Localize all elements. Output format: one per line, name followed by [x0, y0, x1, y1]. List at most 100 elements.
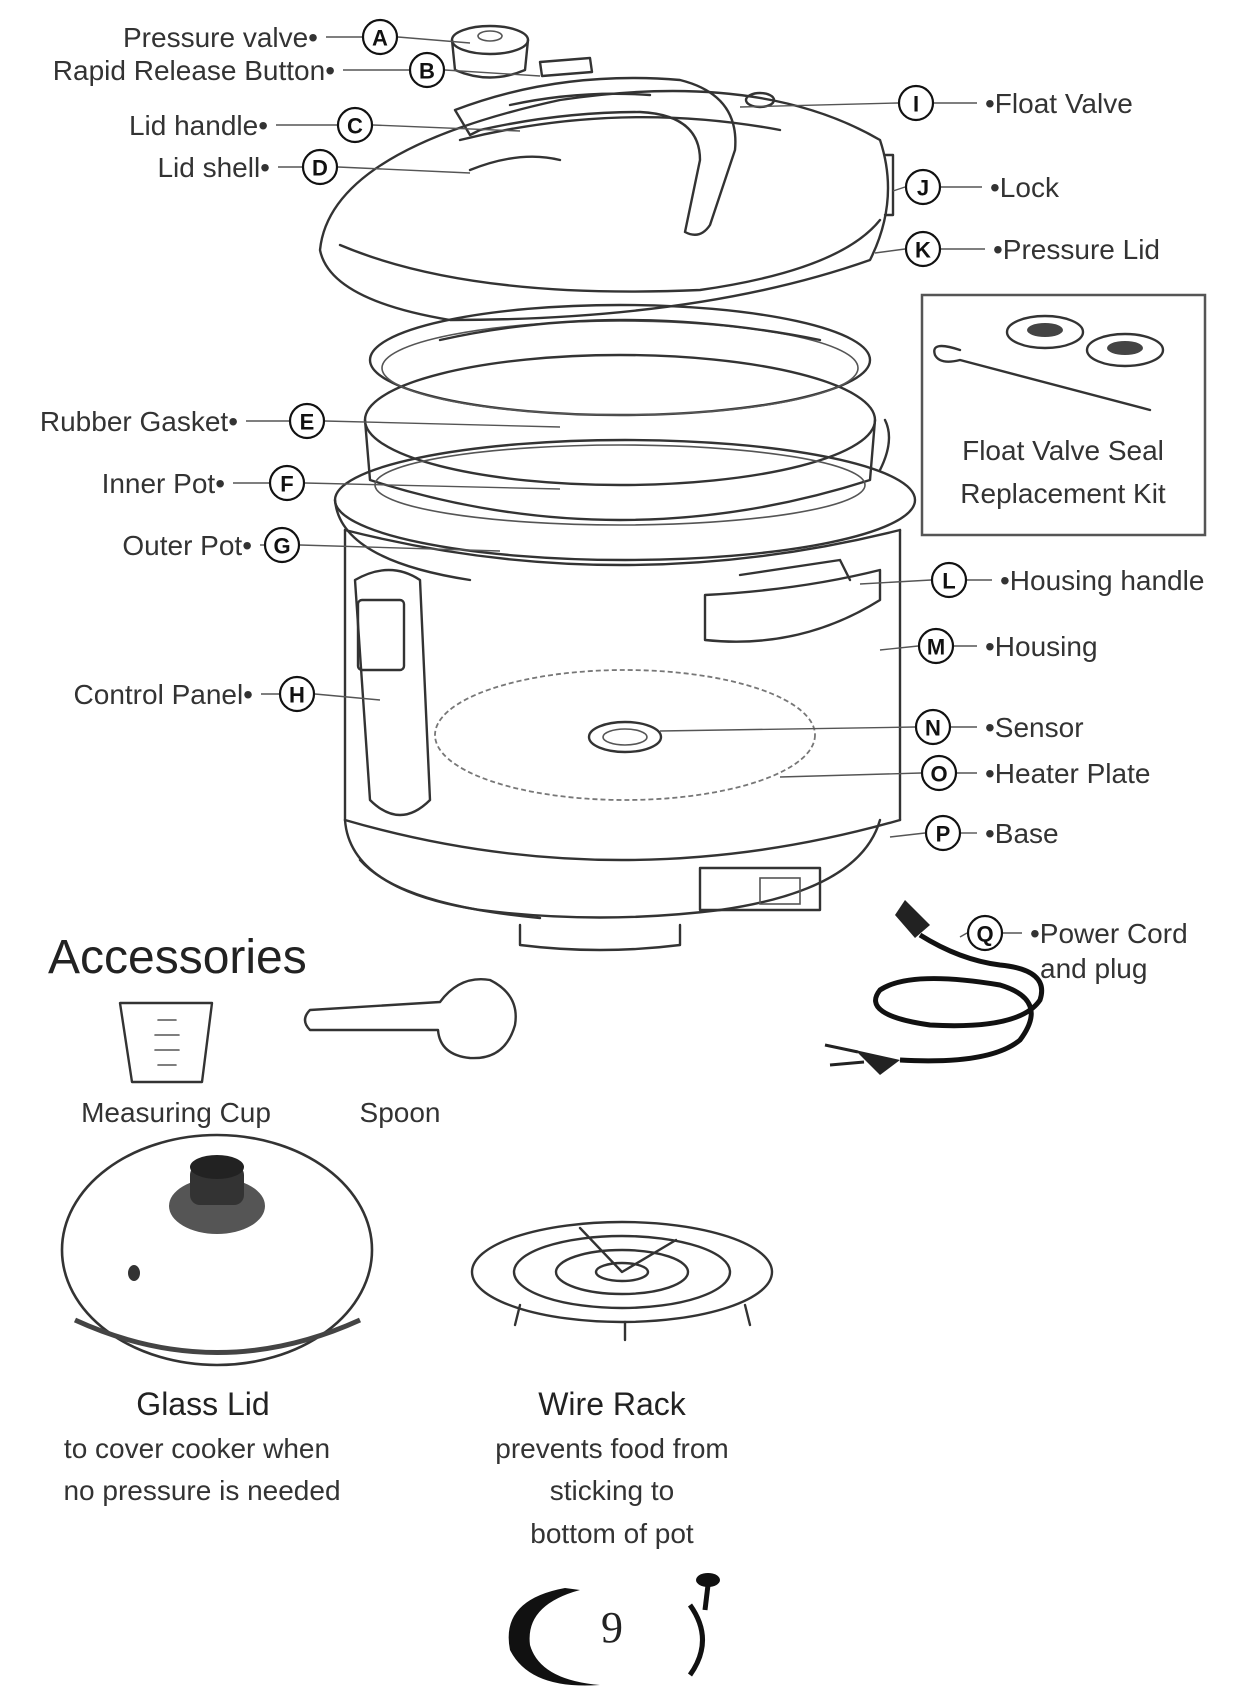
callout-circle-b	[408, 51, 446, 89]
measuring-cup-drawing	[118, 1001, 214, 1084]
spoon-label: Spoon	[360, 1097, 441, 1128]
part-label-q-line2: and plug	[1040, 953, 1147, 984]
glass-lid-name: Glass Lid	[136, 1386, 269, 1422]
callout-d: D Lid shell•	[157, 148, 471, 186]
leader-line-o	[779, 772, 922, 778]
measuring-cup-label: Measuring Cup	[81, 1097, 271, 1128]
callout-circle-k	[904, 230, 942, 268]
callout-letter-i: I	[913, 92, 919, 117]
page-footer: 9	[508, 1573, 720, 1686]
callout-letter-c: C	[347, 114, 363, 139]
callout-letter-b: B	[419, 59, 435, 84]
leader-line-h	[314, 693, 381, 701]
part-label-i: •Float Valve	[985, 88, 1133, 119]
callout-letter-p: P	[936, 822, 951, 847]
callout-letter-h: H	[289, 683, 305, 708]
callout-f: F Inner Pot•	[102, 464, 561, 502]
kit-hook-tool	[933, 344, 1152, 412]
part-label-h: Control Panel•	[74, 679, 253, 710]
callout-j: J •Lock	[892, 168, 1060, 206]
callout-circle-q	[966, 914, 1004, 952]
wire-rack-desc-line1: prevents food from	[495, 1433, 728, 1464]
leader-line-p	[889, 832, 926, 838]
accessories-title: Accessories	[48, 931, 307, 984]
callout-m: M•Housing	[879, 627, 1098, 665]
logo-swoosh-left	[508, 1588, 600, 1686]
glass-lid-desc-line1: to cover cooker when	[64, 1433, 330, 1464]
housing-drawing	[343, 528, 902, 862]
cord-connector	[895, 900, 930, 938]
callout-circle-n	[914, 708, 952, 746]
part-label-q: •Power Cord	[1030, 918, 1188, 949]
leader-line-g	[299, 544, 501, 552]
part-label-m: •Housing	[985, 631, 1098, 662]
logo-valve-icon	[696, 1573, 720, 1587]
base-drawing	[343, 818, 882, 952]
callout-letter-a: A	[372, 26, 388, 51]
callout-p: P •Base	[889, 814, 1059, 852]
heater-plate-drawing	[434, 669, 816, 801]
callout-k: K •Pressure Lid	[874, 230, 1160, 268]
part-label-c: Lid handle•	[129, 110, 268, 141]
callout-circle-g	[263, 526, 301, 564]
leader-line-j	[892, 186, 906, 192]
callout-circle-m	[917, 627, 955, 665]
leader-line-b	[444, 69, 541, 77]
callout-circle-a	[361, 18, 399, 56]
wire-rack-desc-line2: sticking to	[550, 1475, 675, 1506]
leader-line-n	[659, 726, 916, 732]
power-cord-drawing	[824, 900, 1044, 1075]
callout-letter-g: G	[273, 534, 290, 559]
callout-circle-o	[920, 754, 958, 792]
leader-line-d	[337, 166, 471, 174]
callout-letter-e: E	[300, 410, 315, 435]
part-label-e: Rubber Gasket•	[40, 406, 238, 437]
part-label-j: •Lock	[990, 172, 1060, 203]
cord-cable	[873, 932, 1044, 1064]
callout-i: I •Float Valve	[739, 84, 1133, 122]
leader-line-q	[959, 932, 968, 938]
callout-circle-f	[268, 464, 306, 502]
callout-letter-f: F	[280, 472, 293, 497]
callout-h: H Control Panel•	[74, 675, 381, 713]
part-label-f: Inner Pot•	[102, 468, 225, 499]
part-label-p: •Base	[985, 818, 1059, 849]
leader-line-k	[874, 248, 906, 254]
part-label-l: •Housing handle	[1000, 565, 1204, 596]
part-label-k: •Pressure Lid	[993, 234, 1160, 265]
glass-lid-drawing	[60, 1133, 374, 1367]
kit-label-line2: Replacement Kit	[960, 478, 1166, 509]
spoon-drawing	[303, 978, 517, 1060]
callout-circle-e	[288, 402, 326, 440]
plug-prongs	[824, 1043, 865, 1067]
cooker-illustration	[318, 24, 917, 952]
rubber-gasket-drawing	[368, 303, 872, 417]
leader-line-c	[372, 124, 521, 132]
glass-lid-desc-line2: no pressure is needed	[63, 1475, 340, 1506]
callout-letter-l: L	[942, 569, 955, 594]
leader-line-m	[879, 645, 919, 651]
callout-letter-n: N	[925, 716, 941, 741]
part-label-n: •Sensor	[985, 712, 1084, 743]
wire-rack-desc-line3: bottom of pot	[530, 1518, 694, 1549]
callout-e: E Rubber Gasket•	[40, 402, 561, 440]
part-label-o: •Heater Plate	[985, 758, 1150, 789]
callout-circle-c	[336, 106, 374, 144]
callout-letter-k: K	[915, 238, 931, 263]
callout-letter-d: D	[312, 156, 328, 181]
callout-letter-j: J	[917, 176, 929, 201]
kit-seal-ring-1	[1005, 314, 1085, 350]
page-number: 9	[601, 1603, 623, 1652]
callout-circle-l	[930, 561, 968, 599]
logo-valve-stem	[702, 1584, 711, 1611]
outer-pot-drawing	[333, 418, 917, 582]
part-label-d: Lid shell•	[157, 152, 270, 183]
leader-line-i	[739, 102, 899, 108]
logo-swoosh-right	[687, 1603, 705, 1677]
kit-box	[920, 293, 1207, 537]
callout-circle-j	[904, 168, 942, 206]
